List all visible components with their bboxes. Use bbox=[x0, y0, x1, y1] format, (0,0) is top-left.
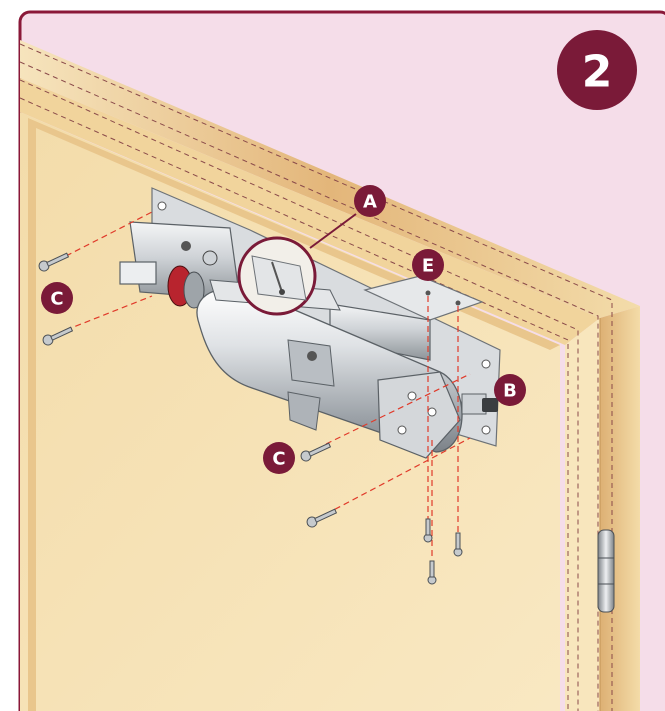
screw-icon bbox=[38, 252, 463, 585]
step-number: 2 bbox=[582, 47, 613, 98]
callout-c-bottom-label: C bbox=[272, 449, 285, 470]
door-jamb-edge bbox=[600, 306, 640, 711]
callout-b: B bbox=[494, 374, 526, 406]
door-top-edge bbox=[20, 40, 640, 318]
callout-c-bottom: C bbox=[263, 442, 295, 474]
door-rebate bbox=[28, 118, 560, 711]
hinge-icon bbox=[597, 529, 615, 613]
callout-e: E bbox=[412, 249, 444, 281]
callout-a: A bbox=[354, 185, 386, 217]
callout-c-left: C bbox=[41, 282, 73, 314]
door-closer-body-icon bbox=[119, 221, 498, 459]
door-frame-band bbox=[20, 78, 600, 345]
step-number-badge: 2 bbox=[557, 30, 637, 110]
arm-bracket bbox=[329, 275, 484, 361]
callout-a-label: A bbox=[363, 192, 377, 213]
callout-b-label: B bbox=[503, 381, 517, 402]
screw-guide-lines bbox=[65, 211, 471, 560]
callout-e-label: E bbox=[422, 256, 434, 277]
magnifier-circle-icon bbox=[237, 213, 357, 316]
callout-c-left-label: C bbox=[50, 289, 63, 310]
door-jamb-face bbox=[565, 318, 600, 711]
